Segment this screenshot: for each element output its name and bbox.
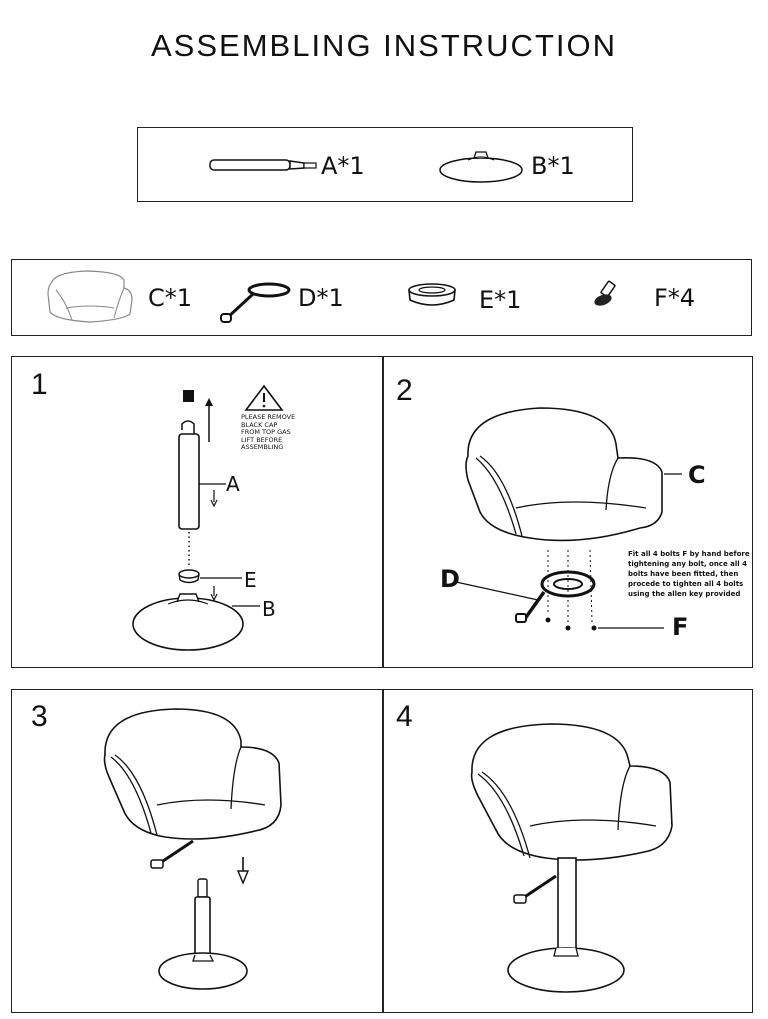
parts-box-bottom: C*1 D*1 E*1 F*4 bbox=[11, 259, 752, 336]
page-title: ASSEMBLING INSTRUCTION bbox=[151, 28, 617, 63]
step-2-callout-c: C bbox=[688, 461, 706, 489]
steps-lower-divider bbox=[382, 689, 384, 1013]
step-1-callout-e: E bbox=[244, 568, 257, 592]
step-2-callout-d: D bbox=[440, 565, 460, 593]
lever-icon bbox=[220, 282, 291, 323]
part-label-a: A*1 bbox=[321, 152, 365, 180]
step-1-callout-a: A bbox=[226, 472, 240, 496]
step-1-warning: PLEASE REMOVE BLACK CAP FROM TOP GAS LIF… bbox=[241, 413, 296, 451]
base-plate-icon bbox=[439, 151, 523, 183]
part-label-f: F*4 bbox=[654, 284, 696, 312]
step-1-number: 1 bbox=[31, 368, 48, 401]
step-4-illustration bbox=[470, 723, 673, 993]
step-3-number: 3 bbox=[31, 700, 48, 733]
parts-box-top: A*1 B*1 bbox=[137, 127, 633, 202]
step-1-illustration bbox=[132, 384, 284, 651]
chair-seat-icon bbox=[47, 270, 133, 323]
step-2-number: 2 bbox=[396, 374, 413, 407]
steps-upper-divider bbox=[382, 356, 384, 668]
ring-cap-icon bbox=[408, 283, 456, 306]
part-label-c: C*1 bbox=[148, 284, 193, 312]
step-3-illustration bbox=[103, 708, 282, 990]
step-2-note: Fit all 4 bolts F by hand before tighten… bbox=[628, 550, 750, 598]
part-label-b: B*1 bbox=[531, 152, 575, 180]
step-1-callout-b: B bbox=[262, 597, 276, 621]
step-4-number: 4 bbox=[396, 700, 413, 733]
part-label-d: D*1 bbox=[298, 284, 344, 312]
bolt-icon bbox=[594, 280, 616, 306]
gas-lift-icon bbox=[209, 159, 317, 171]
step-2-illustration bbox=[455, 407, 682, 631]
step-2-callout-f: F bbox=[672, 613, 689, 641]
part-label-e: E*1 bbox=[479, 286, 522, 314]
